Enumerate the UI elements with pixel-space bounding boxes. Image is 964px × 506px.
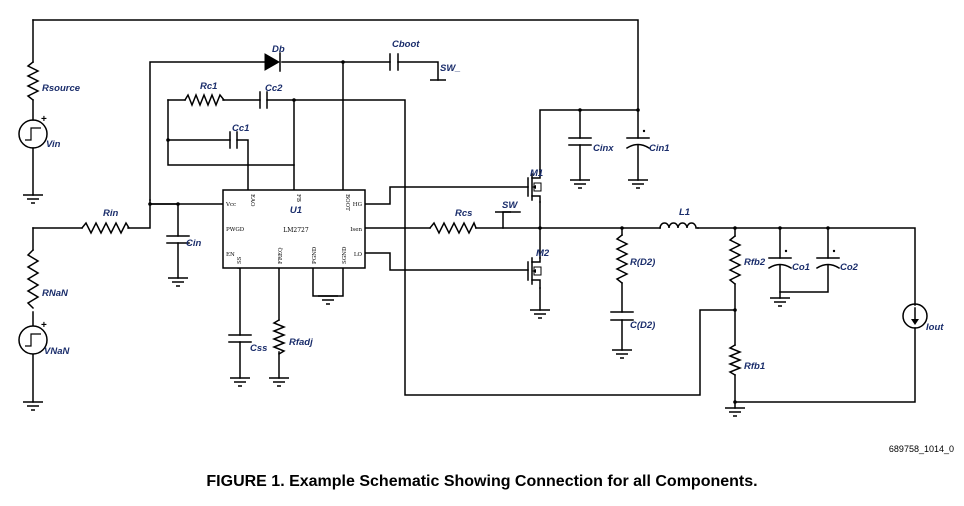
label-co2: Co2 (840, 262, 859, 273)
pin-sgnd: SGND (342, 246, 348, 264)
label-cin1: Cin1 (649, 143, 670, 154)
label-cc2: Cc2 (265, 83, 283, 94)
pin-vcc: Vcc (225, 202, 236, 208)
co2-capacitor (815, 249, 841, 270)
pin-ss: SS (237, 256, 243, 264)
cc1-capacitor (229, 131, 238, 149)
ground-symbols (23, 79, 790, 417)
vnan-source: + (18, 320, 48, 355)
label-vin: Vin (46, 139, 61, 150)
label-rc1: Rc1 (200, 81, 217, 92)
label-cboot: Cboot (392, 39, 420, 50)
label-rfb2: Rfb2 (744, 257, 766, 268)
label-co1: Co1 (792, 262, 810, 273)
pin-pwgd: PWGD (226, 227, 245, 233)
label-rfb1: Rfb1 (744, 361, 765, 372)
label-rin: Rin (103, 208, 119, 219)
svg-text:+: + (41, 320, 47, 331)
label-rnan: RNaN (42, 288, 69, 299)
label-sw-net: SW_ (440, 63, 461, 74)
pin-pgnd: PGND (312, 246, 318, 264)
label-rd2: R(D2) (630, 257, 655, 268)
cin-capacitor (166, 235, 190, 244)
cc2-capacitor (259, 91, 268, 109)
label-rfadj: Rfadj (289, 337, 313, 348)
pin-en: EN (226, 252, 235, 258)
rfb1-resistor (727, 343, 743, 377)
label-m2: M2 (536, 248, 550, 259)
rfb2-resistor (728, 234, 742, 286)
label-cc1: Cc1 (232, 123, 249, 134)
pin-fb: FB (295, 194, 301, 202)
pin-hg: HG (353, 202, 362, 208)
u1-label: U1 (290, 205, 302, 216)
label-m1: M1 (530, 168, 543, 179)
component-labels: Rsource Vin RNaN VNaN Rin Cin Db Cboot S… (42, 39, 944, 372)
css-capacitor (228, 334, 252, 343)
cd2-capacitor (610, 311, 634, 321)
rfadj-resistor (271, 318, 287, 356)
figure-caption: FIGURE 1. Example Schematic Showing Conn… (206, 473, 758, 490)
m2-mosfet (527, 257, 542, 289)
label-rcs: Rcs (455, 208, 472, 219)
rcs-resistor (428, 221, 477, 235)
rin-resistor (80, 221, 131, 235)
co1-capacitor (767, 249, 793, 270)
iout-source (902, 303, 928, 329)
pin-lo: LO (354, 252, 363, 258)
cin1-capacitor (625, 129, 651, 150)
label-sw: SW (502, 200, 518, 211)
m1-mosfet (527, 169, 542, 203)
rnan-resistor (26, 248, 40, 310)
schematic-diagram: + + (18, 19, 944, 417)
cboot-capacitor (389, 53, 399, 71)
junctions (148, 60, 830, 404)
rsource-resistor (26, 60, 40, 102)
wires (32, 19, 916, 409)
svg-text:+: + (41, 114, 47, 125)
vin-source: + (18, 114, 48, 149)
l1-inductor (659, 222, 699, 229)
label-db: Db (272, 44, 285, 55)
u1-controller-ic: U1 LM2727 Vcc PWGD EN HG Isen LO EAO FB … (222, 189, 366, 269)
pin-isen: Isen (350, 227, 362, 233)
rd2-resistor (615, 233, 629, 285)
u1-part-number: LM2727 (283, 227, 309, 234)
label-cd2: C(D2) (630, 320, 655, 331)
label-l1: L1 (679, 207, 690, 218)
pin-freq: FREQ (278, 247, 284, 264)
label-rsource: Rsource (42, 83, 81, 94)
label-vnan: VNaN (44, 346, 70, 357)
rc1-resistor (183, 92, 226, 108)
label-cin: Cin (186, 238, 202, 249)
cinx-capacitor (568, 137, 592, 146)
label-iout: Iout (926, 322, 944, 333)
label-cinx: Cinx (593, 143, 614, 154)
pin-boot: BOOT (344, 194, 350, 211)
pin-eao: EAO (249, 194, 255, 207)
label-css: Css (250, 343, 267, 354)
figure-id: 689758_1014_0 (888, 444, 954, 454)
db-diode (264, 52, 281, 72)
